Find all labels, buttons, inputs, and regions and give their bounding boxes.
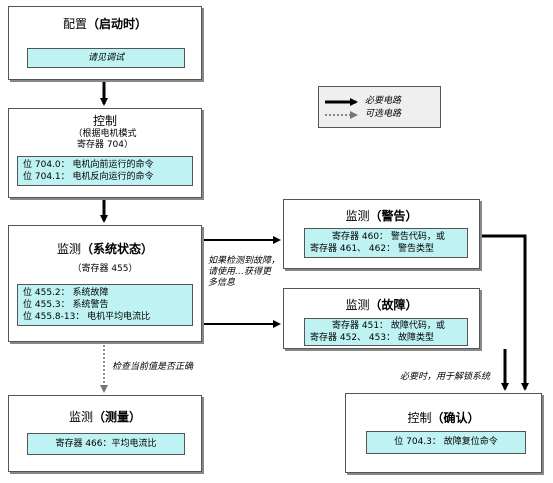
config-box: 配置（启动时） 请见调试 bbox=[8, 6, 202, 80]
control-ack-title: 控制 bbox=[407, 411, 432, 425]
monitor-status-qualifier: （系统状态） bbox=[81, 242, 154, 256]
monitor-fault-title: 监测 bbox=[345, 298, 370, 312]
config-inner: 请见调试 bbox=[27, 48, 185, 68]
arrow-warning-to-ack bbox=[480, 234, 529, 391]
monitor-status-line-3: 位 455.8-13： 电机平均电流比 bbox=[23, 312, 151, 322]
monitor-fault-box: 监测（故障） 寄存器 451： 故障代码，或 寄存器 452、 453： 故障类… bbox=[283, 288, 480, 349]
monitor-measure-text: 寄存器 466：平均电流比 bbox=[55, 439, 157, 449]
control-ack-box: 控制（确认） 位 704.3： 故障复位命令 bbox=[345, 393, 542, 473]
config-inner-text: 请见调试 bbox=[87, 53, 124, 63]
monitor-fault-line-2: 寄存器 452、 453： 故障类型 bbox=[310, 333, 434, 343]
monitor-status-line-1: 位 455.2： 系统故障 bbox=[23, 288, 109, 298]
monitor-measure-qualifier: （测量） bbox=[93, 410, 142, 424]
legend-lines bbox=[325, 98, 358, 119]
config-title: 配置 bbox=[62, 17, 87, 31]
control-sub1: （根据电机模式 bbox=[73, 129, 137, 139]
fault-detect-line-1: 如果检测到故障， bbox=[208, 256, 281, 266]
control-box: 控制 （根据电机模式 寄存器 704） 位 704.0： 电机向前运行的命令 位… bbox=[8, 108, 202, 198]
monitor-warning-qualifier: （警告） bbox=[369, 209, 418, 223]
monitor-status-inner: 位 455.2： 系统故障 位 455.3： 系统警告 位 455.8-13： … bbox=[17, 284, 193, 326]
monitor-fault-line-1: 寄存器 451： 故障代码，或 bbox=[332, 321, 445, 331]
monitor-fault-qualifier: （故障） bbox=[369, 298, 418, 312]
legend-box: 必要电路 可选电路 bbox=[318, 86, 441, 128]
monitor-warning-box: 监测（警告） 寄存器 460： 警告代码，或 寄存器 461、 462： 警告类… bbox=[283, 199, 480, 269]
fault-detect-line-2: 请使用…获得更 bbox=[208, 267, 272, 277]
fault-detect-line-3: 多信息 bbox=[208, 278, 236, 288]
monitor-measure-inner: 寄存器 466：平均电流比 bbox=[27, 433, 185, 455]
monitor-measure-box: 监测（测量） 寄存器 466：平均电流比 bbox=[8, 395, 202, 472]
monitor-warning-title: 监测 bbox=[345, 209, 370, 223]
legend-required-label: 必要电路 bbox=[365, 96, 402, 106]
monitor-warning-line-1: 寄存器 460： 警告代码，或 bbox=[332, 232, 445, 242]
monitor-status-box: 监测（系统状态） （寄存器 455） 位 455.2： 系统故障 位 455.3… bbox=[8, 225, 202, 342]
config-title-qualifier: （启动时） bbox=[87, 17, 148, 31]
control-title: 控制 bbox=[92, 114, 117, 128]
control-ack-text: 位 704.3： 故障复位命令 bbox=[394, 437, 498, 447]
control-ack-qualifier: （确认） bbox=[431, 411, 480, 425]
monitor-status-line-2: 位 455.3： 系统警告 bbox=[23, 300, 109, 310]
monitor-fault-inner: 寄存器 451： 故障代码，或 寄存器 452、 453： 故障类型 bbox=[304, 318, 468, 346]
monitor-status-sub: （寄存器 455） bbox=[72, 264, 138, 274]
monitor-warning-inner: 寄存器 460： 警告代码，或 寄存器 461、 462： 警告类型 bbox=[304, 228, 468, 258]
legend-optional-label: 可选电路 bbox=[365, 109, 402, 119]
control-line-1: 位 704.0： 电机向前运行的命令 bbox=[23, 160, 154, 170]
control-ack-inner: 位 704.3： 故障复位命令 bbox=[366, 431, 526, 454]
control-sub2: 寄存器 704） bbox=[76, 140, 134, 150]
check-value-note: 检查当前值是否正确 bbox=[112, 362, 194, 372]
monitor-warning-line-2: 寄存器 461、 462： 警告类型 bbox=[310, 244, 434, 254]
monitor-measure-title: 监测 bbox=[68, 410, 93, 424]
when-needed-note: 必要时，用于解锁系统 bbox=[400, 372, 491, 382]
monitor-status-title: 监测 bbox=[56, 242, 81, 256]
control-line-2: 位 704.1： 电机反向运行的命令 bbox=[23, 172, 154, 182]
control-inner: 位 704.0： 电机向前运行的命令 位 704.1： 电机反向运行的命令 bbox=[17, 156, 193, 186]
fault-detect-note: 如果检测到故障， 请使用…获得更 多信息 bbox=[208, 256, 280, 289]
